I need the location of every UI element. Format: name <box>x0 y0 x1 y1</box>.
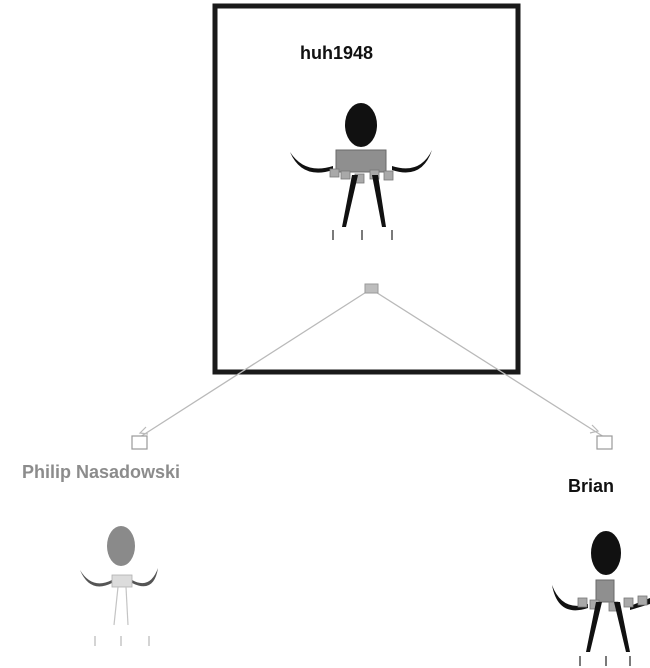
root-figure-chip-1 <box>329 168 340 178</box>
left-figure-right-arm <box>132 568 158 587</box>
edges <box>138 288 605 438</box>
root-figure-right-arm <box>392 150 432 173</box>
edge-arrowhead-left <box>138 426 149 435</box>
selection-frame <box>212 3 521 375</box>
left-input-port[interactable] <box>131 435 148 450</box>
edge-root-to-left <box>139 288 372 438</box>
root-figure-torso-outline <box>335 149 387 173</box>
right-node-label[interactable]: Brian <box>568 476 615 496</box>
left-figure-left-arm <box>80 570 112 587</box>
left-figure-head <box>107 526 135 566</box>
root-figure-head <box>345 103 377 147</box>
left-person-figure[interactable] <box>80 526 158 646</box>
right-figure-torso <box>595 579 615 603</box>
left-figure-torso <box>111 574 133 588</box>
root-figure-right-leg <box>372 175 386 227</box>
root-figure-chip-5 <box>383 170 394 181</box>
root-figure-chip-2 <box>340 170 351 180</box>
right-figure-right-leg <box>614 602 630 652</box>
right-figure-chip-1 <box>577 597 588 608</box>
right-figure-left-leg <box>586 602 602 652</box>
edge-arrowhead-right <box>589 424 600 434</box>
root-figure-left-leg <box>342 175 358 227</box>
root-person-figure[interactable] <box>290 103 432 240</box>
edge-root-to-right <box>370 288 605 438</box>
right-figure-head <box>591 531 621 575</box>
root-output-port[interactable] <box>364 283 379 294</box>
left-node-label[interactable]: Philip Nasadowski <box>22 462 181 482</box>
right-figure-chip-5 <box>637 595 648 606</box>
left-figure-leg-1 <box>113 586 119 626</box>
root-figure-left-arm <box>290 152 333 173</box>
right-person-figure[interactable] <box>552 531 650 666</box>
root-figure-torso <box>336 150 386 172</box>
root-node-label[interactable]: huh1948 <box>300 43 374 63</box>
right-figure-left-arm <box>552 585 588 611</box>
left-figure-leg-2 <box>125 586 129 626</box>
right-input-port[interactable] <box>596 435 613 450</box>
right-figure-chip-4 <box>623 597 634 608</box>
